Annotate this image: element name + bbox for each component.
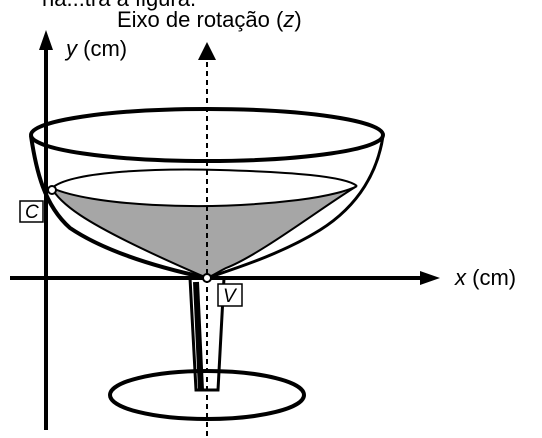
liquid-top-edge (51, 168, 358, 189)
point-c-label: C (25, 202, 39, 223)
rotation-axis-arrow (198, 42, 216, 60)
x-axis-label: x (cm) (454, 265, 516, 290)
rotation-axis-var: z (282, 7, 294, 32)
x-axis-unit: (cm) (466, 265, 516, 290)
rotation-axis-label: Eixo de rotação (z) (117, 7, 302, 32)
rotation-axis-text: Eixo de rotação ( (117, 7, 284, 32)
x-axis-var: x (454, 265, 467, 290)
y-axis-var: y (64, 36, 79, 61)
point-c-marker (47, 185, 57, 195)
x-axis-arrow (420, 271, 440, 285)
point-v-label: V (223, 286, 238, 307)
y-axis-label: y (cm) (64, 36, 127, 61)
rotation-axis-close: ) (294, 7, 301, 32)
y-axis-arrow (39, 30, 53, 50)
bowl-left-side (29, 135, 208, 280)
point-v-marker (202, 273, 212, 283)
liquid-surface (50, 185, 358, 280)
y-axis-unit: (cm) (77, 36, 127, 61)
bowl-right-side (206, 135, 385, 280)
point-c-box (19, 200, 44, 223)
point-v-box (217, 283, 243, 307)
caption-fragment: na...tra a figura. (42, 0, 196, 11)
